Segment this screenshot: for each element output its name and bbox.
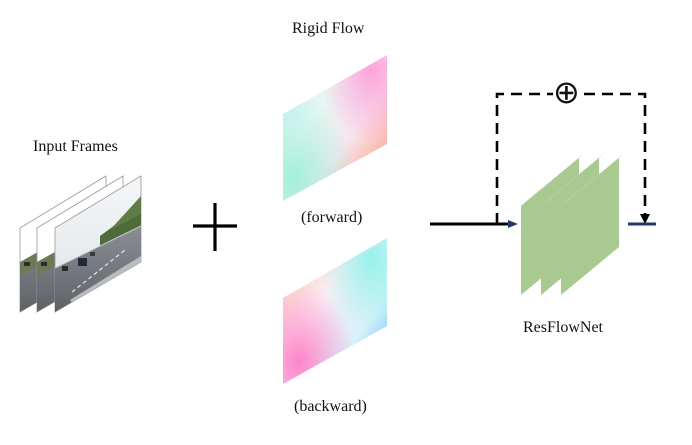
label-input-frames: Input Frames	[33, 138, 118, 155]
label-backward: (backward)	[294, 398, 367, 415]
oplus-icon: ⊕	[553, 73, 580, 111]
label-resflownet: ResFlowNet	[523, 319, 603, 336]
label-forward: (forward)	[301, 209, 363, 226]
rigid-flow-backward-image	[283, 238, 387, 384]
plus-sign	[193, 203, 237, 251]
label-rigid-flow: Rigid Flow	[292, 20, 365, 37]
input-arrow	[430, 220, 518, 228]
skip-arrow-head	[640, 214, 650, 224]
input-frames-stack	[19, 175, 142, 313]
rigid-flow-forward-image	[283, 55, 387, 201]
resflownet-blocks	[521, 150, 628, 295]
skip-connection	[495, 92, 650, 224]
